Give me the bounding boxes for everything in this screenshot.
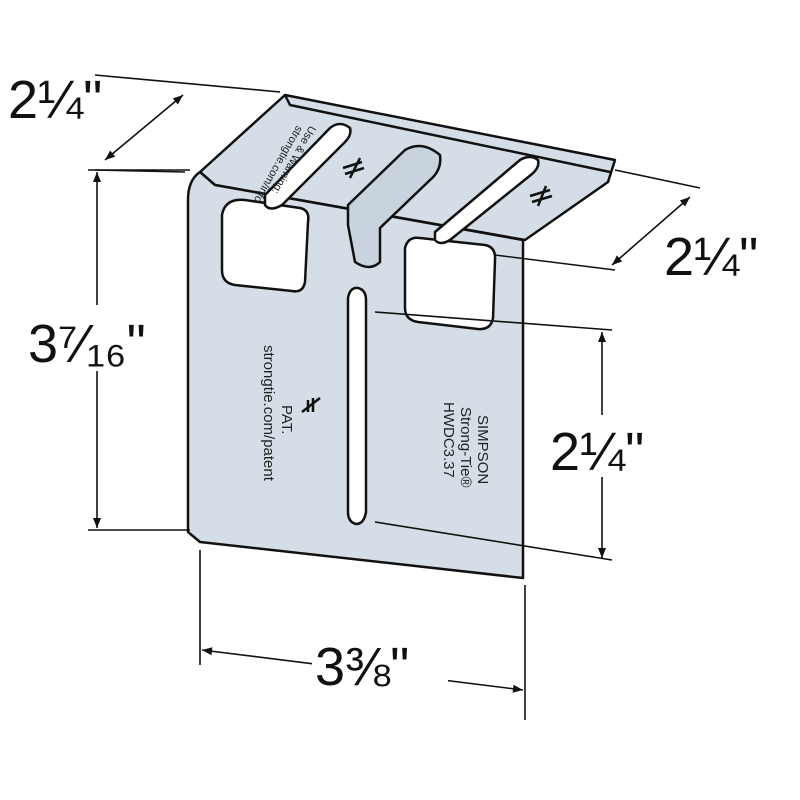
right-flange-slot [433, 155, 540, 245]
dim-flange-depth: 2¼" [8, 70, 102, 130]
vertical-slot [346, 286, 368, 526]
stamp-patent-url: strongtie.com/patent [260, 345, 277, 482]
stamp-brand-strongtie: Strong-Tie® [457, 407, 474, 488]
flange-edge [283, 94, 611, 174]
nail-symbol-icon [342, 157, 365, 179]
dim-slot-height: 2¼" [550, 422, 644, 482]
dim-slot-spacing: 2¼" [664, 227, 758, 287]
nail-symbols [301, 157, 553, 413]
right-notch [403, 236, 497, 331]
dim-width: 3⅜" [315, 637, 409, 697]
stamp-model: HWDC3.37 [440, 402, 457, 478]
dimension-labels: 2¼" 3⁷⁄₁₆" 2¼" 2¼" 3⅜" [8, 70, 797, 697]
stamp-pat: PAT. [278, 405, 295, 434]
dim-overall-height: 3⁷⁄₁₆" [28, 314, 146, 374]
center-flange-slot [346, 144, 442, 269]
left-notch [220, 198, 310, 293]
stamp-brand-simpson: SIMPSON [474, 415, 491, 484]
nail-symbol-icon [301, 397, 321, 413]
nail-symbol-icon [529, 185, 553, 207]
label-bg [25, 305, 165, 371]
bracket [186, 93, 617, 580]
label-bg [548, 415, 666, 477]
label-bg [312, 622, 448, 692]
label-bg [662, 225, 797, 283]
left-flange-slot [263, 122, 352, 210]
